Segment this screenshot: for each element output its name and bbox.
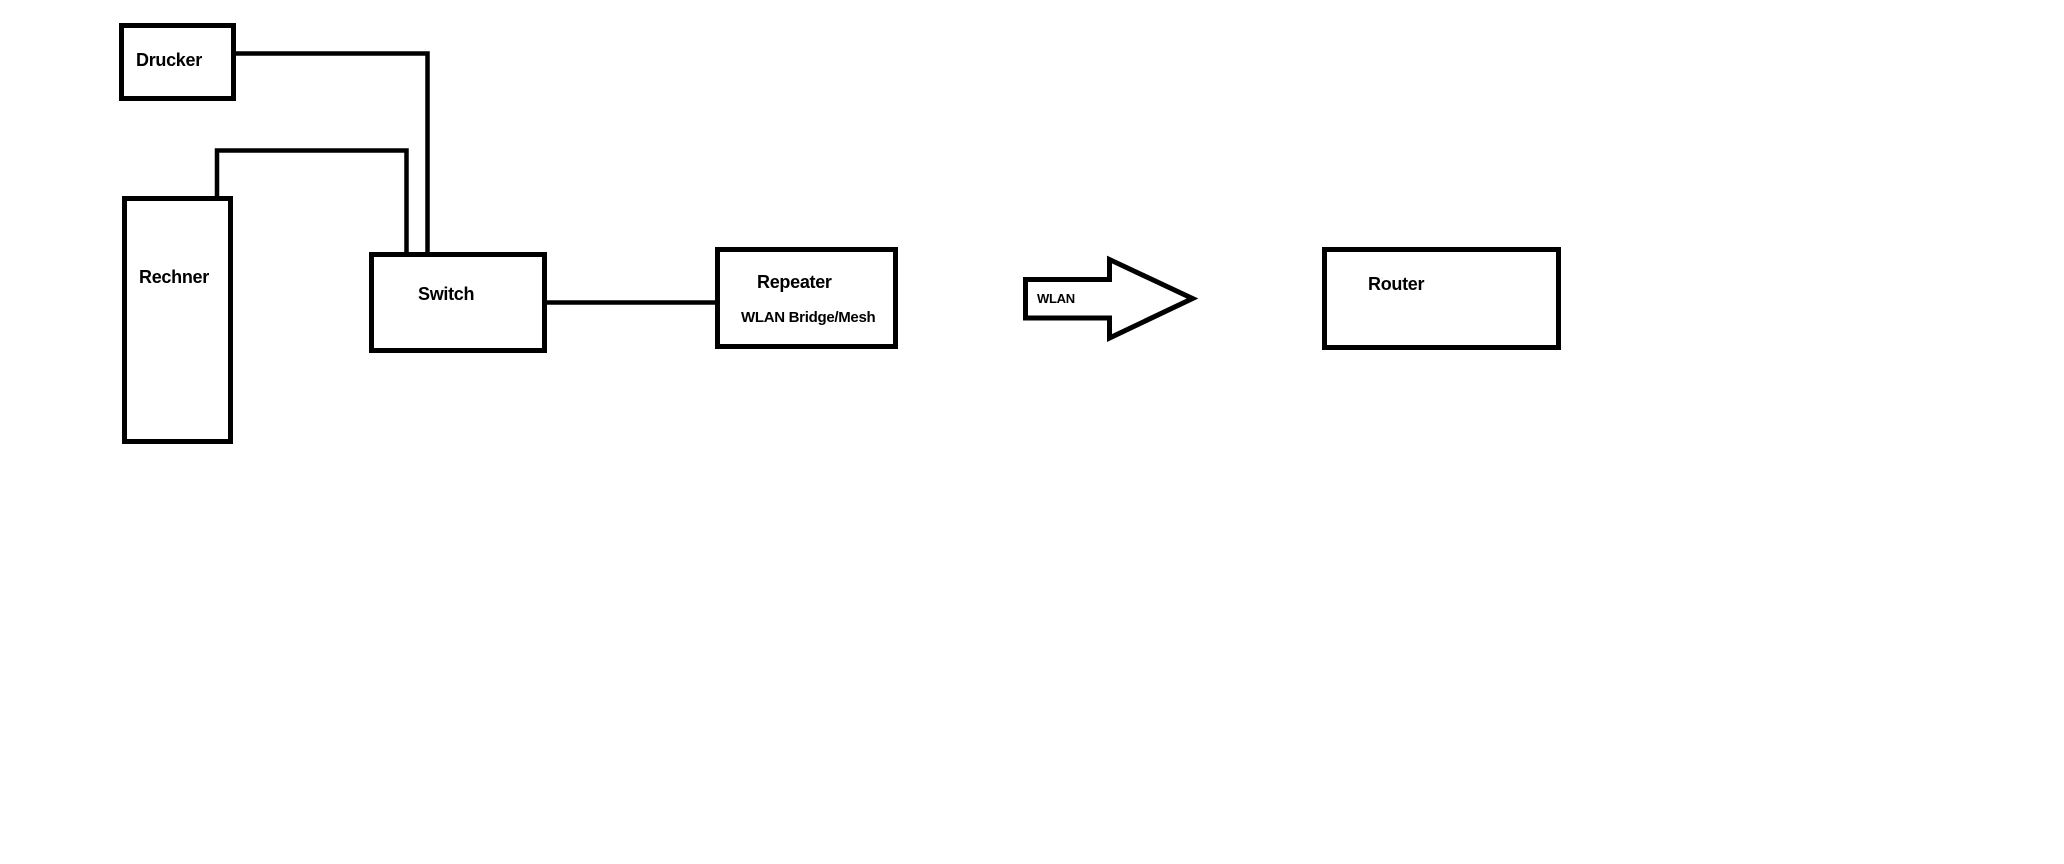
node-repeater-label: Repeater bbox=[757, 272, 832, 292]
node-drucker-label: Drucker bbox=[136, 50, 202, 70]
node-switch-label: Switch bbox=[418, 284, 475, 304]
node-switch: Switch bbox=[369, 252, 547, 353]
node-rechner-label: Rechner bbox=[139, 267, 209, 287]
wlan-arrow-shape bbox=[1023, 255, 1199, 342]
connector-rechner-switch-line bbox=[214, 148, 409, 259]
node-rechner: Rechner bbox=[122, 196, 233, 444]
wlan-arrow-label: WLAN bbox=[1037, 291, 1075, 306]
node-drucker: Drucker bbox=[119, 23, 236, 101]
connector-drucker-switch-line bbox=[233, 51, 430, 259]
node-router-label: Router bbox=[1368, 274, 1425, 294]
node-repeater: Repeater WLAN Bridge/Mesh bbox=[715, 247, 898, 349]
node-router: Router bbox=[1322, 247, 1561, 350]
node-repeater-sublabel: WLAN Bridge/Mesh bbox=[741, 309, 876, 326]
